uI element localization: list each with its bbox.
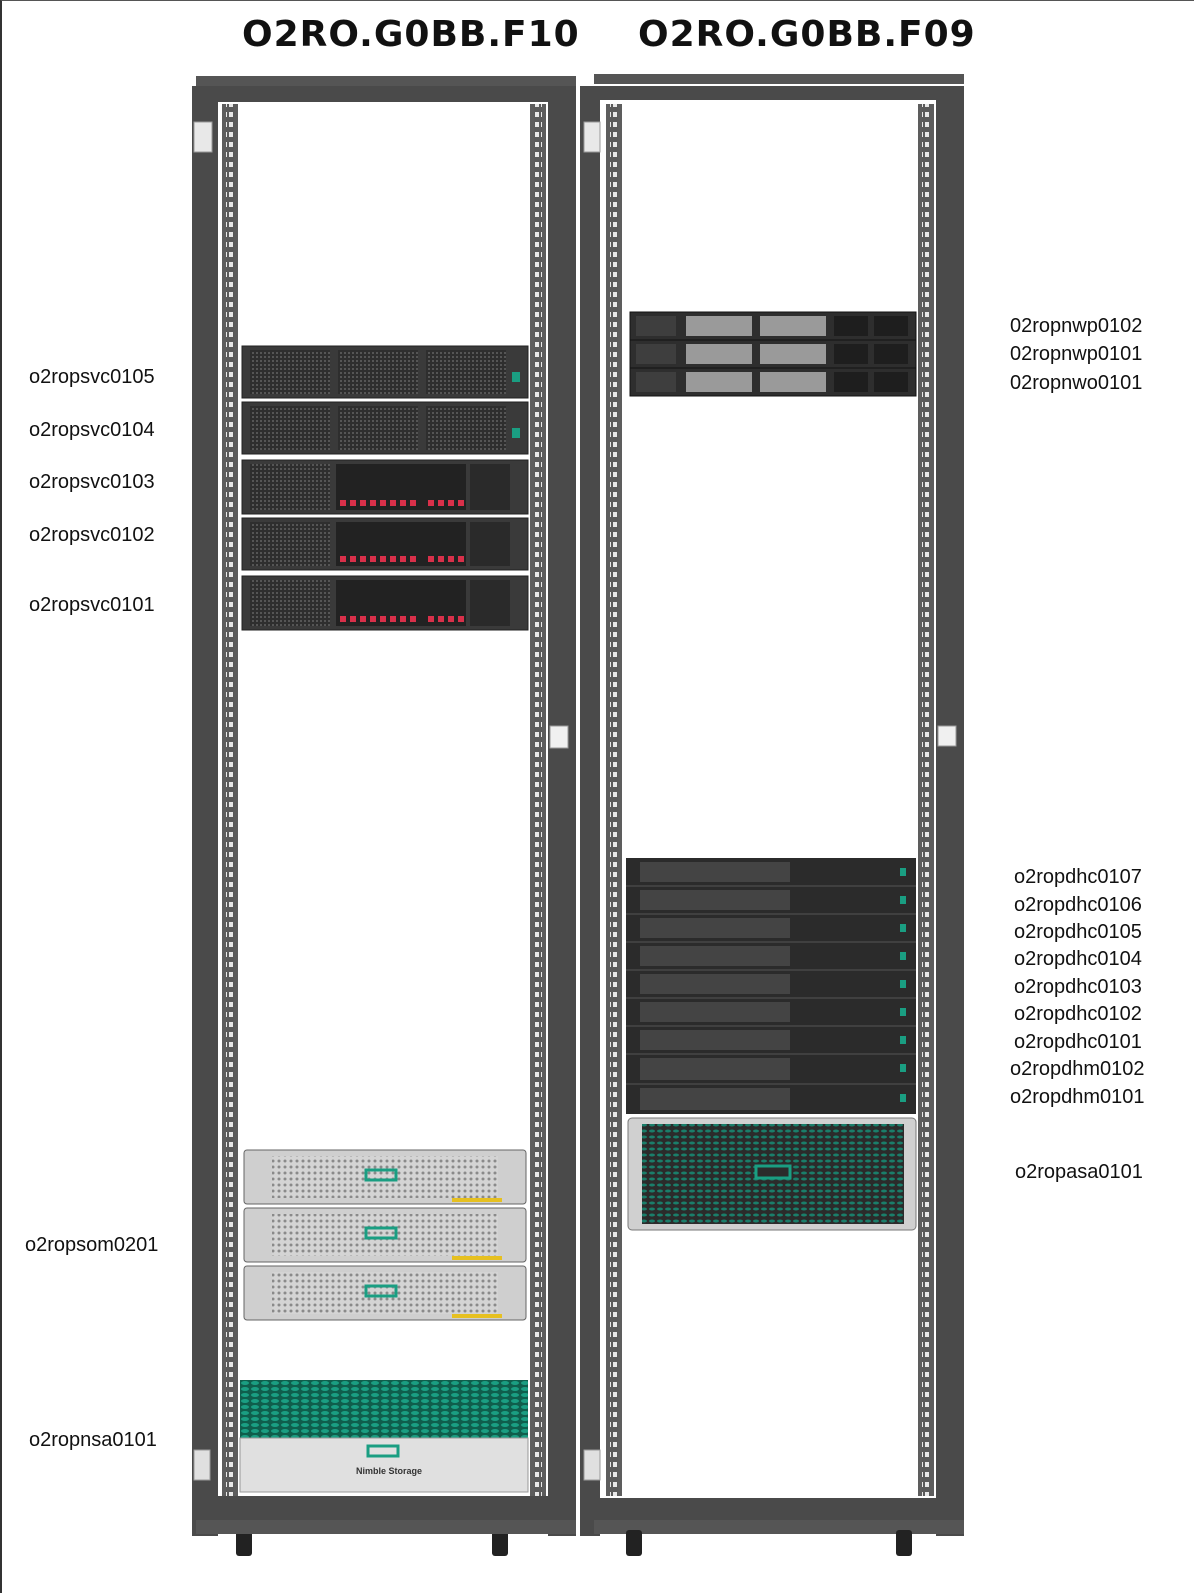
label-right-5: o2ropdhc0105 bbox=[1014, 921, 1142, 943]
label-right-3: o2ropdhc0107 bbox=[1014, 866, 1142, 888]
server-svc0102 bbox=[241, 517, 529, 571]
rack-title-right: O2RO.G0BB.F09 bbox=[638, 14, 976, 55]
label-left-1: o2ropsvc0104 bbox=[29, 419, 155, 441]
label-left-5: o2ropsom0201 bbox=[25, 1234, 159, 1256]
storage-som0201-a bbox=[243, 1149, 527, 1205]
label-right-6: o2ropdhc0104 bbox=[1014, 948, 1142, 970]
storage-nsa0101 bbox=[239, 1380, 529, 1493]
storage-asa0101 bbox=[627, 1117, 917, 1231]
label-left-3: o2ropsvc0102 bbox=[29, 524, 155, 546]
server-svc0105 bbox=[241, 345, 529, 399]
server-svc0103 bbox=[241, 459, 529, 515]
rack-left bbox=[192, 76, 576, 1556]
label-right-9: o2ropdhc0101 bbox=[1014, 1031, 1142, 1053]
label-right-4: o2ropdhc0106 bbox=[1014, 894, 1142, 916]
switch-nwo0101 bbox=[629, 367, 917, 397]
storage-som0201-b bbox=[243, 1207, 527, 1263]
switch-nwp0101 bbox=[629, 339, 917, 369]
label-right-7: o2ropdhc0103 bbox=[1014, 976, 1142, 998]
label-right-0: 02ropnwp0102 bbox=[1010, 315, 1143, 337]
server-svc0104 bbox=[241, 401, 529, 455]
label-right-11: o2ropdhm0101 bbox=[1010, 1086, 1145, 1108]
label-right-1: 02ropnwp0101 bbox=[1010, 343, 1143, 365]
label-right-8: o2ropdhc0102 bbox=[1014, 1003, 1142, 1025]
server-svc0101 bbox=[241, 575, 529, 631]
rack-right bbox=[580, 74, 964, 1556]
label-left-0: o2ropsvc0105 bbox=[29, 366, 155, 388]
label-right-12: o2ropasa0101 bbox=[1015, 1161, 1143, 1183]
label-left-6: o2ropnsa0101 bbox=[29, 1429, 157, 1451]
label-right-10: o2ropdhm0102 bbox=[1010, 1058, 1145, 1080]
storage-som0201-c bbox=[243, 1265, 527, 1321]
label-left-2: o2ropsvc0103 bbox=[29, 471, 155, 493]
nimble-brand-text: Nimble Storage bbox=[356, 1466, 423, 1476]
server-stack-1u bbox=[626, 858, 916, 1114]
switch-nwp0102 bbox=[629, 311, 917, 341]
label-left-4: o2ropsvc0101 bbox=[29, 594, 155, 616]
label-right-2: 02ropnwo0101 bbox=[1010, 372, 1143, 394]
rack-title-left: O2RO.G0BB.F10 bbox=[242, 14, 580, 55]
